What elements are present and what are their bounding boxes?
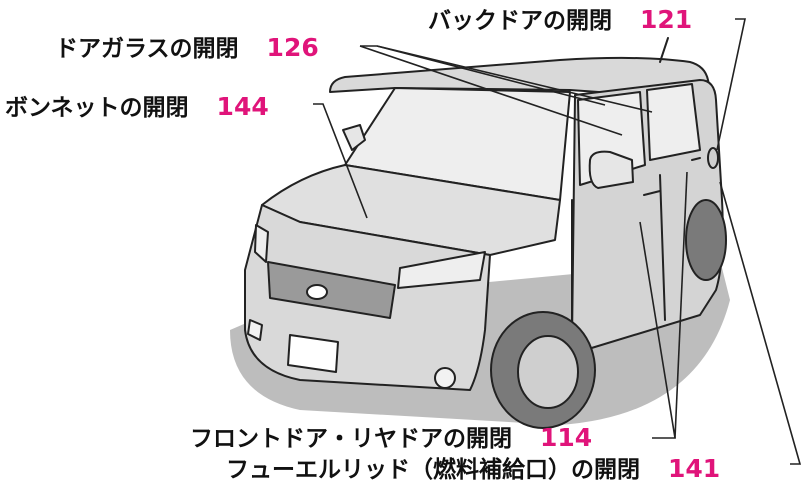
callout-fuel-lid: フューエルリッド（燃料補給口）の開閉 141 — [226, 456, 720, 482]
side-mirror — [588, 150, 634, 189]
callout-hood-text: ボンネットの開閉 — [5, 95, 189, 121]
rear-wheel — [685, 199, 727, 281]
rear-side-window — [646, 83, 701, 161]
left-mirror — [342, 124, 366, 151]
right-fog-light — [434, 367, 456, 389]
front-door-handle — [643, 190, 661, 196]
callout-fuel-lid-text: フューエルリッド（燃料補給口）の開閉 — [226, 457, 640, 483]
rear-door-line — [659, 174, 666, 321]
license-plate — [287, 334, 339, 373]
left-fog-light — [247, 319, 263, 341]
car-hood — [261, 164, 561, 256]
leader-line-rear-door — [674, 171, 688, 439]
callout-front-rear-door-text: フロントドア・リヤドアの開閉 — [190, 426, 512, 452]
callout-hood: ボンネットの開閉 144 — [5, 94, 269, 120]
callout-door-glass-page[interactable]: 126 — [266, 33, 319, 62]
callout-front-rear-door: フロントドア・リヤドアの開閉 114 — [190, 425, 592, 451]
leader-line-door-glass-2 — [376, 45, 653, 113]
left-headlight — [254, 224, 269, 263]
callout-back-door-page[interactable]: 121 — [640, 5, 693, 34]
leader-line-fuel-lid — [719, 181, 802, 465]
callout-hood-page[interactable]: 144 — [216, 92, 269, 121]
callout-fuel-lid-page[interactable]: 141 — [668, 454, 721, 483]
emblem — [306, 284, 328, 300]
fuel-lid — [707, 147, 719, 169]
callout-back-door-text: バックドアの開閉 — [428, 8, 612, 34]
callout-door-glass: ドアガラスの開閉 126 — [55, 35, 319, 61]
callout-front-rear-door-page[interactable]: 114 — [540, 423, 593, 452]
leader-line-back-door — [716, 18, 746, 151]
callout-door-glass-text: ドアガラスの開閉 — [55, 36, 239, 62]
callout-back-door: バックドアの開閉 121 — [428, 7, 692, 33]
right-headlight — [397, 251, 486, 289]
leader-line-door-glass-3 — [359, 45, 623, 136]
rear-door-handle — [691, 157, 701, 161]
leader-line-hood — [313, 103, 368, 219]
front-grille — [267, 261, 396, 319]
antenna — [659, 37, 669, 63]
